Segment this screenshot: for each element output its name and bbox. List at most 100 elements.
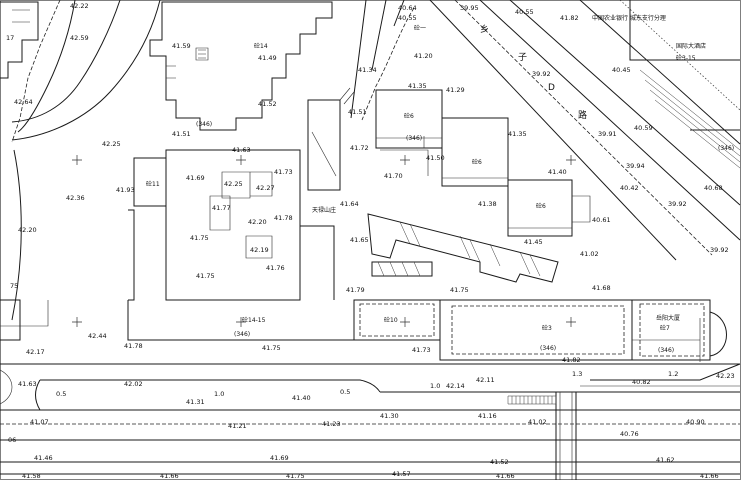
grid-cross xyxy=(236,317,246,327)
grid-crosses xyxy=(72,155,576,327)
spot-height: 41.78 xyxy=(124,342,143,350)
spot-height: 40.76 xyxy=(620,430,639,438)
spot-height: 41.58 xyxy=(22,472,41,480)
spot-height: 39.92 xyxy=(668,200,687,208)
block-6-ledges xyxy=(376,137,591,229)
road-diag-4 xyxy=(361,7,415,121)
road-main-3 xyxy=(509,0,741,206)
spot-height: 41.35 xyxy=(408,82,427,90)
road-name-char-3: D xyxy=(548,83,555,93)
stair-rail xyxy=(507,395,557,405)
spot-height: 41.40 xyxy=(548,168,567,176)
spot-height: 41.38 xyxy=(478,200,497,208)
spot-height: 40.55 xyxy=(515,8,534,16)
hatched-building-lines xyxy=(399,221,541,277)
building-top-left xyxy=(0,1,39,79)
spot-height: 41.57 xyxy=(392,470,411,478)
spot-height: 41.75 xyxy=(262,344,281,352)
bridge-inner xyxy=(559,392,573,480)
spot-height: 41.93 xyxy=(116,186,135,194)
spot-height: 41.40 xyxy=(292,394,311,402)
spot-height: 42.36 xyxy=(66,194,85,202)
spot-heights: 42.22 42.59 42.64 41.59 41.49 41.52 41.5… xyxy=(14,2,735,480)
small-buildings xyxy=(209,171,273,259)
spot-height: 41.70 xyxy=(384,172,403,180)
spot-height: 40.61 xyxy=(592,216,611,224)
spot-height: 42.17 xyxy=(26,348,45,356)
spot-height: 41.76 xyxy=(266,264,285,272)
spot-height: 40.68 xyxy=(704,184,723,192)
block-10-inner xyxy=(359,303,435,337)
building-right-hatch xyxy=(639,69,741,169)
spot-height: 41.59 xyxy=(172,42,191,50)
left-label-06: 06 xyxy=(8,436,16,444)
spot-height: 39.91 xyxy=(598,130,617,138)
block-7-inner xyxy=(639,303,705,357)
spot-height: 41.78 xyxy=(274,214,293,222)
spot-height: 41.21 xyxy=(228,422,247,430)
building-top-left-inner xyxy=(12,9,30,23)
spot-height: 41.66 xyxy=(496,472,515,480)
spot-height: 42.02 xyxy=(124,380,143,388)
block-label-6a: 砼6 xyxy=(404,112,414,120)
spot-height: 41.23 xyxy=(322,420,341,428)
label-hotel: 国际大酒店 xyxy=(676,42,706,50)
block-3-inner xyxy=(451,305,625,355)
left-label-75: 75 xyxy=(10,282,18,290)
top-label: 砼一 xyxy=(414,24,426,32)
building-right-top xyxy=(629,0,740,61)
spot-height: 39.95 xyxy=(460,4,479,12)
hatched-building xyxy=(367,213,559,283)
label-code: 砼3-15 xyxy=(676,54,696,62)
spot-height: 41.34 xyxy=(358,66,377,74)
spot-height: 40.55 xyxy=(398,14,417,22)
building-14-outline xyxy=(149,1,333,131)
spot-height: 41.50 xyxy=(426,154,445,162)
road-main-4 xyxy=(579,0,741,145)
road-diag-3 xyxy=(393,0,405,27)
spot-height: 41.07 xyxy=(30,418,49,426)
spot-height: 42.22 xyxy=(70,2,89,10)
spot-height: 41.52 xyxy=(258,100,277,108)
spot-height: 42.27 xyxy=(256,184,275,192)
road-width-label: 1.0 xyxy=(430,382,440,390)
block-6-c xyxy=(507,179,573,237)
road-width-label: 1.0 xyxy=(214,390,224,398)
spot-height: 41.63 xyxy=(232,146,251,154)
spot-height: 41.31 xyxy=(186,398,205,406)
spot-height: 41.30 xyxy=(380,412,399,420)
org-label-bank: 中国农业银行 城东支行分理 xyxy=(592,14,666,22)
spot-height: 42.11 xyxy=(476,376,495,384)
spot-height: 41.62 xyxy=(656,456,675,464)
spot-height: 40.82 xyxy=(632,378,651,386)
spot-height: 42.20 xyxy=(18,226,37,234)
grid-cross xyxy=(72,155,82,165)
road-width-label: 1.3 xyxy=(572,370,582,378)
spot-height: 41.52 xyxy=(490,458,509,466)
spot-height: 41.73 xyxy=(274,168,293,176)
road-width-label: 1.2 xyxy=(668,370,678,378)
spot-height: 41.16 xyxy=(478,412,497,420)
left-strip-2 xyxy=(0,299,21,341)
spot-height: 40.45 xyxy=(612,66,631,74)
building-right-bottom xyxy=(632,318,701,362)
spot-height: 41.68 xyxy=(592,284,611,292)
spot-height: 41.46 xyxy=(34,454,53,462)
road-curb-left-3 xyxy=(11,0,121,123)
road-name-char-4: 路 xyxy=(578,109,587,121)
dim-label: (346) xyxy=(540,345,556,352)
spot-height: 40.59 xyxy=(634,124,653,132)
spot-height: 41.77 xyxy=(212,204,231,212)
road-diag-1 xyxy=(350,0,367,119)
courtyard-outline xyxy=(165,149,301,301)
parapet-right xyxy=(300,225,335,300)
lower-hatch-strip-lines xyxy=(377,261,421,277)
spot-height: 42.25 xyxy=(102,140,121,148)
left-strip-3 xyxy=(0,300,49,327)
block-6-ledge-2 xyxy=(380,136,429,176)
spot-height: 42.23 xyxy=(716,372,735,380)
spot-height: 42.44 xyxy=(88,332,107,340)
dim-label: (346) xyxy=(718,145,734,152)
spot-height: 42.14 xyxy=(446,382,465,390)
